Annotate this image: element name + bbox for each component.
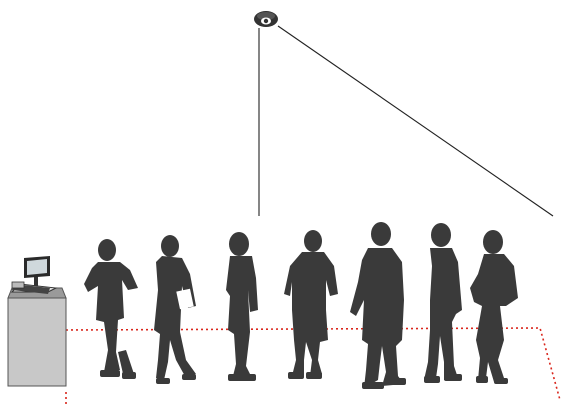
person-silhouette-1: [84, 239, 138, 379]
person-silhouette-3: [226, 232, 258, 381]
checkout-counter: [8, 288, 66, 386]
person-silhouette-4: [284, 230, 338, 379]
person-silhouette-5: [350, 222, 406, 389]
cash-register-icon: [12, 256, 56, 294]
person-silhouette-7: [470, 230, 518, 384]
sensor-coverage-lines: [259, 26, 553, 216]
ceiling-sensor-icon: [254, 11, 278, 27]
person-silhouette-2: [154, 235, 196, 384]
person-silhouette-6: [424, 223, 462, 383]
